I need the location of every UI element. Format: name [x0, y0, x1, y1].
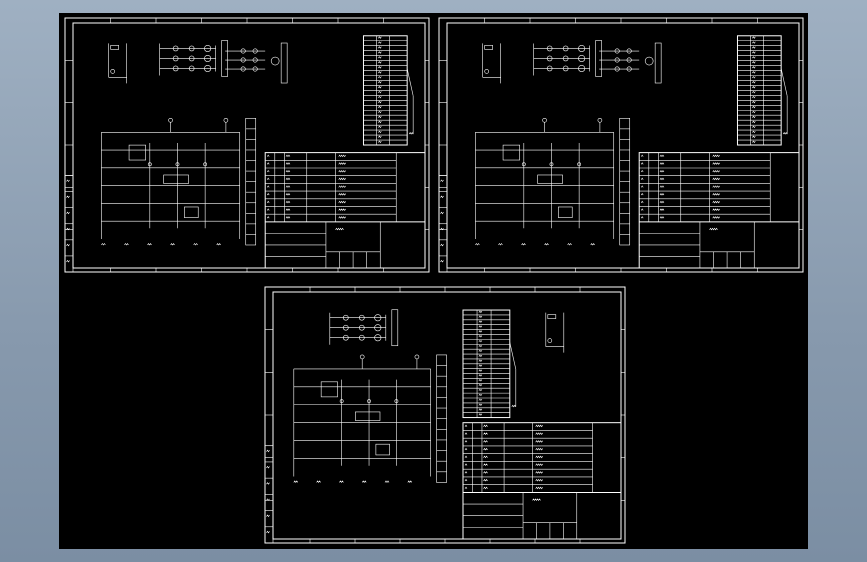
- drawing-sheet-2: [438, 17, 804, 273]
- ladder-control-diagram: [293, 354, 447, 483]
- component-table: [462, 309, 517, 419]
- component-table: [736, 35, 788, 146]
- cad-drawing-canvas[interactable]: [59, 13, 808, 549]
- title-block: [638, 152, 800, 269]
- title-block: [264, 152, 426, 269]
- pilot-branch: [108, 43, 127, 84]
- ladder-control-diagram: [101, 118, 257, 246]
- motor-power-circuit: [533, 40, 602, 77]
- drawing-sheet-3: [264, 286, 626, 544]
- component-table: [362, 35, 414, 146]
- pilot-branch: [545, 312, 565, 353]
- motor-power-circuit: [159, 40, 228, 77]
- drawing-sheet-1: [64, 17, 430, 273]
- drawing-svg: [64, 17, 804, 544]
- title-block: [462, 422, 622, 540]
- pilot-branch: [482, 43, 501, 84]
- motor-power-circuit: [329, 309, 399, 347]
- control-circuit-small: [599, 42, 662, 84]
- left-stamp-column: [264, 445, 274, 544]
- ladder-control-diagram: [475, 118, 631, 246]
- left-stamp-column: [64, 175, 74, 273]
- control-circuit-small: [225, 42, 288, 84]
- left-stamp-column: [438, 175, 448, 273]
